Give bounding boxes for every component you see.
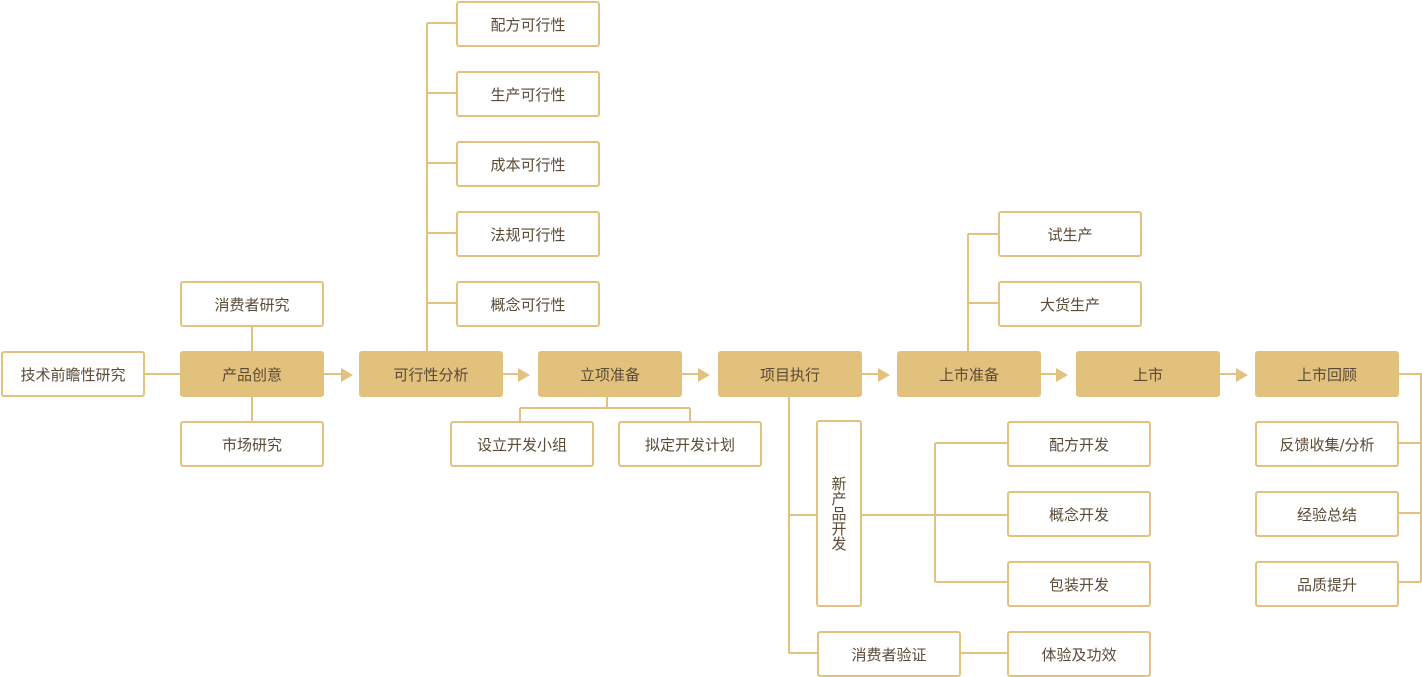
node-consumer-research: 消费者研究: [180, 281, 324, 327]
node-consumer-verify: 消费者验证: [817, 631, 961, 677]
node-quality: 品质提升: [1255, 561, 1399, 607]
arrow-icon: [878, 368, 890, 382]
node-formula-feasibility: 配方可行性: [456, 1, 600, 47]
stage-execution: 项目执行: [718, 351, 862, 397]
node-experience: 体验及功效: [1007, 631, 1151, 677]
stage-feasibility: 可行性分析: [359, 351, 503, 397]
node-trial-production: 试生产: [998, 211, 1142, 257]
arrow-icon: [698, 368, 710, 382]
stage-product-idea: 产品创意: [180, 351, 324, 397]
node-production-feasibility: 生产可行性: [456, 71, 600, 117]
stage-launch-prep: 上市准备: [897, 351, 1041, 397]
arrow-icon: [1236, 368, 1248, 382]
node-dev-team: 设立开发小组: [450, 421, 594, 467]
node-package-dev: 包装开发: [1007, 561, 1151, 607]
arrow-icon: [341, 368, 353, 382]
node-regulation-feasibility: 法规可行性: [456, 211, 600, 257]
stage-project-setup: 立项准备: [538, 351, 682, 397]
node-experience-summary: 经验总结: [1255, 491, 1399, 537]
stage-launch: 上市: [1076, 351, 1220, 397]
arrow-icon: [1056, 368, 1068, 382]
node-cost-feasibility: 成本可行性: [456, 141, 600, 187]
node-concept-feasibility: 概念可行性: [456, 281, 600, 327]
node-new-product-dev: 新产品开发: [816, 420, 862, 607]
node-dev-plan: 拟定开发计划: [618, 421, 762, 467]
node-tech-research: 技术前瞻性研究: [1, 351, 145, 397]
arrow-icon: [518, 368, 530, 382]
node-concept-dev: 概念开发: [1007, 491, 1151, 537]
stage-review: 上市回顾: [1255, 351, 1399, 397]
node-market-research: 市场研究: [180, 421, 324, 467]
node-formula-dev: 配方开发: [1007, 421, 1151, 467]
node-mass-production: 大货生产: [998, 281, 1142, 327]
node-feedback: 反馈收集/分析: [1255, 421, 1399, 467]
